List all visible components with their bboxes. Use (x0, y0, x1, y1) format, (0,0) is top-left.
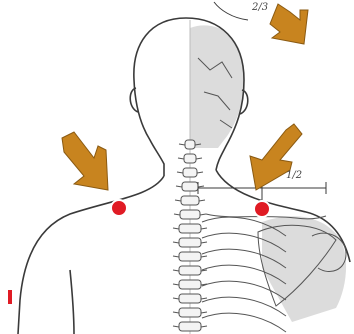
arrow-top-right (270, 4, 308, 44)
measure-fraction-label: 1/2 (286, 170, 302, 181)
top-fraction-label: 2/3 (252, 2, 268, 13)
red-edge-mark (8, 290, 12, 304)
vertebra (179, 252, 201, 261)
scapula-shading (262, 216, 346, 322)
head-outline (134, 18, 186, 176)
trigger-point-left (111, 200, 127, 216)
arrow-pointer-icon (270, 4, 308, 44)
vertebra (181, 196, 199, 205)
vertebra (179, 280, 201, 289)
trigger-point-right (254, 201, 270, 217)
vertebra (179, 224, 201, 233)
left-arm-outline (70, 270, 74, 334)
vertebra (185, 140, 195, 149)
vertebra (179, 294, 201, 303)
vertebra (180, 210, 200, 219)
vertebra (179, 238, 201, 247)
rib (202, 313, 286, 332)
left-shoulder-outline (18, 176, 164, 334)
skull-shading (190, 25, 244, 148)
vertebra (179, 308, 201, 317)
vertebra (183, 168, 197, 177)
arrow-left-shoulder (62, 132, 108, 190)
arrow-pointer-icon (62, 132, 108, 190)
vertebra (179, 266, 201, 275)
vertebra (179, 322, 201, 331)
vertebra (182, 182, 198, 191)
top-arc (214, 2, 248, 20)
vertebra (184, 154, 196, 163)
